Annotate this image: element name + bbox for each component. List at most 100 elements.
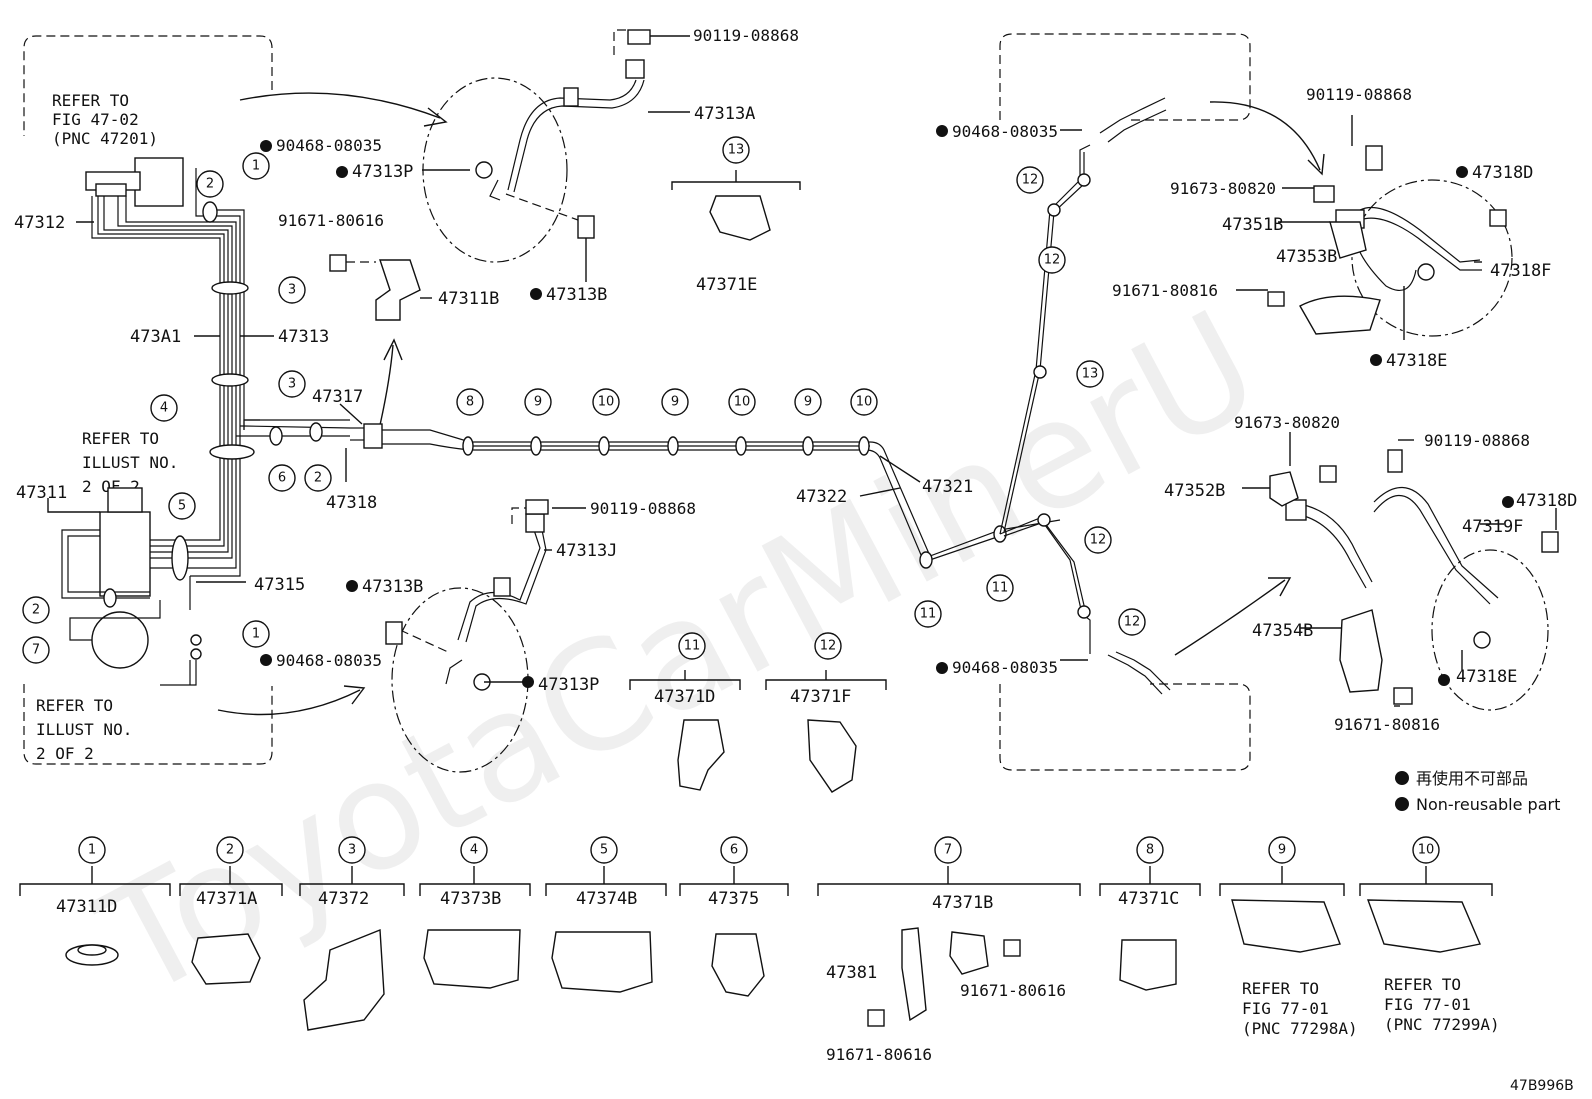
callout-10-a-num: 10	[598, 395, 615, 410]
callout-12-a-num: 12	[1090, 533, 1107, 548]
callout-2-top-num: 2	[206, 177, 214, 192]
long-pipe-clamps	[462, 436, 1007, 569]
ref-fig-77-01-a-line2: FIG 77-01	[1242, 999, 1329, 1018]
label-47371C: 47371C	[1118, 889, 1179, 909]
label-47352B: 47352B	[1164, 481, 1225, 501]
callout-3-b-num: 3	[288, 377, 296, 392]
callout-13-a	[1076, 360, 1104, 388]
callout-4-bottom-num: 4	[470, 843, 478, 858]
label-47353B: 47353B	[1276, 247, 1337, 267]
label-47313P-a: 47313P	[352, 162, 413, 182]
callout-7-num: 7	[32, 643, 40, 658]
callout-12-e	[814, 632, 842, 660]
ref-illust-bottom-line2: ILLUST NO.	[36, 720, 132, 739]
callout-8	[456, 388, 484, 416]
callout-12-c-num: 12	[1022, 173, 1039, 188]
callout-11-a-num: 11	[920, 607, 937, 622]
label-91671-80616-c: 91671-80616	[826, 1045, 932, 1064]
label-91671-80616-b: 91671-80616	[960, 981, 1066, 1000]
callout-1-low-num: 1	[252, 627, 260, 642]
callout-12-a	[1084, 526, 1112, 554]
label-47371D: 47371D	[654, 687, 715, 707]
label-91671-80616-a: 91671-80616	[278, 211, 384, 230]
part-labels: 90119-08868 47313A 90468-08035 47313P 47…	[14, 26, 1577, 1064]
label-91671-80816-a: 91671-80816	[1112, 281, 1218, 300]
ref-fig-77-01-a-line3: (PNC 77298A)	[1242, 1019, 1358, 1038]
callout-2-low	[22, 596, 50, 624]
callout-1-top-num: 1	[252, 159, 260, 174]
label-47371A: 47371A	[196, 889, 257, 909]
label-47372: 47372	[318, 889, 369, 909]
callout-6-num: 6	[278, 471, 286, 486]
label-47313B-b: 47313B	[362, 577, 423, 597]
callout-12-b-num: 12	[1124, 615, 1141, 630]
label-47313A: 47313A	[694, 104, 755, 124]
callout-2-bottom-num: 2	[226, 843, 234, 858]
ref-fig-47-02-line1: REFER TO	[52, 91, 129, 110]
bottom-row	[19, 866, 1493, 1031]
callout-circles: 1 2 3 3 4 5 6 2 2 7 1 8 9 10 9 10 9 10 1…	[22, 136, 1440, 864]
legend-jp: 再使用不可部品	[1416, 769, 1528, 788]
callout-1-bottom-num: 1	[88, 843, 96, 858]
label-47313B-a: 47313B	[546, 285, 607, 305]
label-47312: 47312	[14, 213, 65, 233]
callout-3-a	[278, 276, 306, 304]
callout-2-mid-num: 2	[314, 471, 322, 486]
label-47311D: 47311D	[56, 897, 117, 917]
label-47313J: 47313J	[556, 541, 617, 561]
callout-5-bottom-num: 5	[600, 843, 608, 858]
ref-illust-bottom-line3: 2 OF 2	[36, 744, 94, 763]
legend-dot-en	[1395, 797, 1409, 811]
callout-9-a-num: 9	[534, 395, 542, 410]
callout-3-bottom-num: 3	[348, 843, 356, 858]
legend: 再使用不可部品 Non-reusable part	[1395, 769, 1560, 814]
callout-6-bottom	[720, 836, 748, 864]
right-front-hose-group	[1267, 145, 1513, 337]
callout-3-b	[278, 370, 306, 398]
callout-4-bottom	[460, 836, 488, 864]
label-47318D-b: 47318D	[1516, 491, 1577, 511]
label-90119-08868-d: 90119-08868	[1424, 431, 1530, 450]
callout-2-mid	[304, 464, 332, 492]
callout-5	[168, 492, 196, 520]
label-47381: 47381	[826, 963, 877, 983]
callout-5-num: 5	[178, 499, 186, 514]
ref-fig-77-01-b-line2: FIG 77-01	[1384, 995, 1471, 1014]
label-90468-08035-c: 90468-08035	[952, 122, 1058, 141]
label-47374B: 47374B	[576, 889, 637, 909]
right-rear-hose-group	[1269, 449, 1559, 711]
callout-9-b	[661, 388, 689, 416]
callout-11-c-num: 11	[684, 639, 701, 654]
callout-1-low	[242, 620, 270, 648]
label-47373B: 47373B	[440, 889, 501, 909]
label-90119-08868-a: 90119-08868	[693, 26, 799, 45]
callout-11-b-num: 11	[992, 581, 1009, 596]
callout-7-bottom	[934, 836, 962, 864]
callout-9-bottom-num: 9	[1278, 843, 1286, 858]
label-90468-08035-d: 90468-08035	[952, 658, 1058, 677]
non-reusable-dots	[260, 125, 1514, 688]
callout-1-bottom	[78, 836, 106, 864]
bracket-47311B	[329, 254, 421, 321]
ref-frame-top-right	[999, 33, 1251, 121]
label-47322: 47322	[796, 487, 847, 507]
label-47311B: 47311B	[438, 289, 499, 309]
callout-9-c	[794, 388, 822, 416]
front-brake-hose-47313A	[422, 29, 651, 263]
label-473A1: 473A1	[130, 327, 181, 347]
callout-11-a	[914, 600, 942, 628]
label-91673-80820-a: 91673-80820	[1170, 179, 1276, 198]
label-90119-08868-c: 90119-08868	[1306, 85, 1412, 104]
rear-brake-hose-47313J	[385, 499, 549, 773]
callout-5-bottom	[590, 836, 618, 864]
label-47313: 47313	[278, 327, 329, 347]
callout-6	[268, 464, 296, 492]
callout-2-low-num: 2	[32, 603, 40, 618]
legend-en: Non-reusable part	[1416, 795, 1560, 814]
label-47354B: 47354B	[1252, 621, 1313, 641]
clip-47371D	[677, 719, 725, 791]
flow-arrows	[217, 92, 1325, 716]
callout-4-num: 4	[160, 401, 168, 416]
callout-8-num: 8	[466, 395, 474, 410]
callout-12-b	[1118, 608, 1146, 636]
